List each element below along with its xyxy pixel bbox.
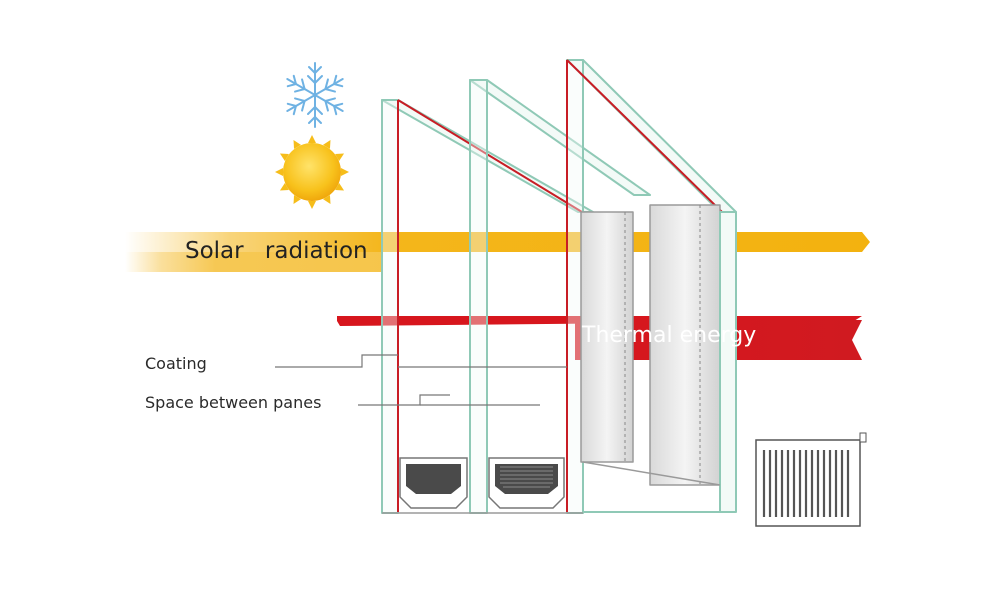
frame-profile [580, 204, 737, 513]
spacer-right [488, 457, 565, 509]
coating-leader [275, 354, 567, 368]
space-between-panes-label: Space between panes [145, 393, 322, 412]
radiator-icon [755, 432, 867, 527]
solar-radiation-label: Solar radiation [185, 238, 368, 264]
sun-icon [275, 135, 349, 209]
space-leader [358, 394, 540, 406]
snowflake-icon [282, 62, 348, 128]
glass-panes [381, 59, 737, 514]
coating-label: Coating [145, 354, 207, 373]
thermal-energy-label: Thermal energy [582, 323, 757, 348]
spacer-left [399, 457, 468, 509]
